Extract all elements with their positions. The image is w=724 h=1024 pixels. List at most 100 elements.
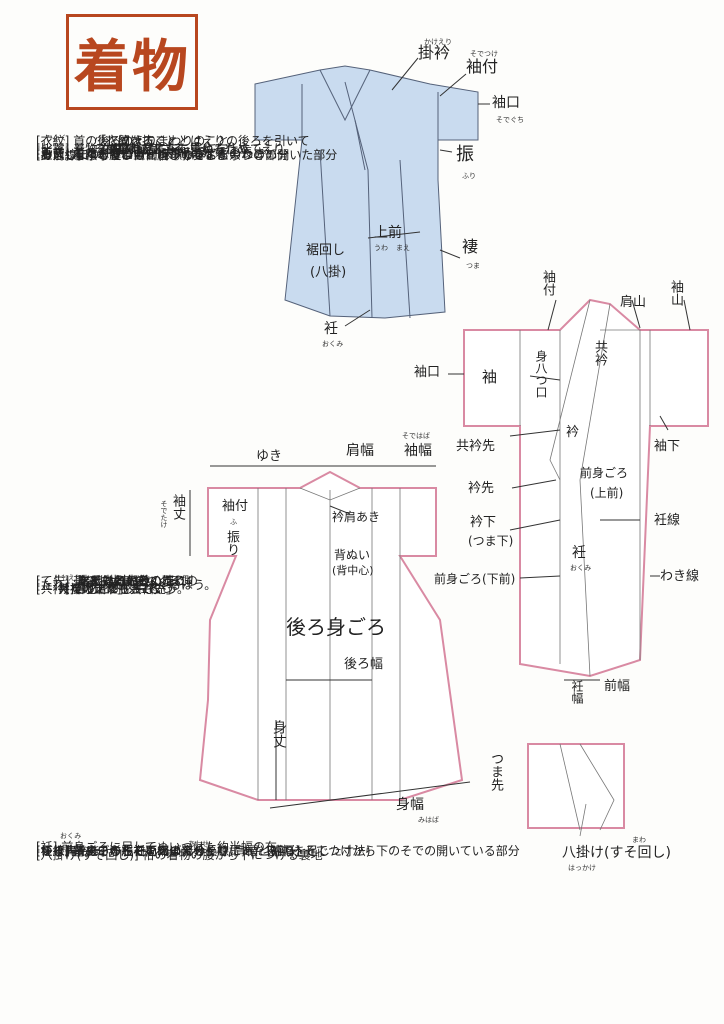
glossary-term: [比翼] — [36, 142, 70, 156]
glossary-line: またはお太鼓の下に — [78, 574, 187, 588]
glossary-line: 背ぬいからそで口までの長さ(肩幅と袖幅を足した寸法) — [73, 844, 371, 858]
hakkake-ruby-1: はっかけ — [568, 864, 596, 872]
wakisen-label: わき線 — [660, 569, 700, 584]
mihaba-ruby: みはば — [418, 816, 439, 824]
glossary-item: [わき線] 横の縫い目 — [36, 146, 145, 165]
erishita-label: 衿下 — [470, 515, 497, 530]
tomoerisaki-label: 共衿先 — [456, 439, 496, 454]
glossary-ruby: おくみ — [60, 832, 82, 840]
top-sodeguchi-label: 袖口 — [492, 95, 520, 111]
maemigoro-shitamae-label: 前身ごろ(下前) — [434, 572, 516, 586]
glossary-line: 「衣紋を抜く」とはえりの後ろを引いて — [94, 134, 310, 148]
front-okumi-ruby: おくみ — [570, 564, 592, 572]
glossary-line: 帯のお太鼓をつくる側 — [73, 574, 193, 588]
glossary-item: [えり肩あき] 洋服でいえばえりぐりにあたる部分 — [36, 842, 301, 861]
glossary-item: [衣紋] 首の後ろのえりまわりのこと。 — [36, 132, 241, 151]
glossary-line: そでつけから下のそでの開いている部分 — [304, 844, 520, 858]
hakkake-ruby-2: まわ — [632, 836, 646, 844]
top-uwamae-label: 上前 — [374, 225, 402, 241]
glossary-line: 左側の前身ごろ。 — [100, 142, 197, 156]
glossary-item: [共衿] 着物と同じ布で、 — [36, 580, 169, 599]
glossary-line: 着物2枚重ねたように見せるため、えり、 — [73, 142, 297, 156]
glossary-item: [比翼] 着物2枚重ねたように見せるため、えり、 — [36, 140, 296, 159]
glossary-term: [つま先] — [36, 844, 82, 858]
glossary-line: そでつけから下の身ごろのわきの開いた部分 — [97, 148, 338, 162]
kakeeri-label: 掛衿 — [418, 43, 451, 62]
glossary-term: [着丈] — [36, 146, 70, 160]
glossary-line: けた短いえり。 — [58, 582, 142, 596]
senui-label: 背ぬい — [334, 548, 371, 562]
front-sodetsuke-label: 袖付 — [540, 270, 555, 296]
title-stamp: 着物 — [66, 14, 198, 110]
glossary-bottom: おくみ [衽] 前身ごろに足してぬいつけた約半幅の布 [衽線] 前身ごろと衽をぬ… — [36, 830, 520, 862]
glossary-term: [下前] — [36, 146, 70, 160]
glossary-line: 着物と同じ布で、 — [73, 582, 169, 596]
glossary-term: [ゆき] — [36, 844, 70, 858]
glossary-line: 出ている部分。たれの — [78, 574, 199, 588]
top-furi-label: 振 — [456, 144, 474, 165]
glossary-line: 着たときに上側(表側)になる — [73, 148, 227, 162]
glossary-term: [わき線] — [36, 148, 82, 162]
top-sodetsuke-label: 袖付 — [466, 57, 499, 76]
erisaki-label: 衿先 — [468, 481, 495, 496]
glossary-line: すその左右両端の部分 — [85, 844, 206, 858]
glossary-line: 端をたれ先という — [78, 574, 175, 588]
glossary-term: [て先] — [36, 574, 70, 588]
glossary-item: [て先] 帯のお太鼓をつくる側 — [36, 572, 193, 591]
uwamae-ruby-1: うわ — [374, 244, 388, 252]
glossary-line: 腰ひもと胴ひもをした余りの部分 — [109, 148, 289, 162]
glossary-upper: [衣紋] 首の後ろのえりまわりのこと。 「衣紋を抜く」とはえりの後ろを引いて 少… — [36, 132, 337, 162]
glossary-item: [身八つ口] そでつけから下の身ごろのわきの開いた部分 — [36, 146, 337, 165]
glossary-line: 共衿の端が「共衿先」 — [58, 582, 179, 596]
glossary-line: をといい、その端 — [78, 574, 175, 588]
glossary-line: 比翼仕立て — [106, 142, 167, 156]
sodeshita-label: 袖下 — [654, 439, 681, 454]
back-kimono-drawing — [198, 470, 464, 801]
glossary-term: [おはしょり] — [36, 148, 106, 162]
glossary-line: 袷の着物の腰から下につける裏地 — [142, 848, 323, 862]
glossary-item: [ゆき] 背ぬいからそで口までの長さ(肩幅と袖幅を足した寸法) — [36, 842, 371, 861]
glossary-term: [えり肩あき] — [36, 844, 106, 858]
glossary-line: 右側の前身ごろ — [100, 142, 185, 156]
front-maemigoro-label: 前身ごろ — [580, 466, 629, 480]
eri-label: 衿 — [566, 425, 580, 440]
top-tsuma-label: 褄 — [462, 237, 479, 256]
top-okumi-label: 衽 — [324, 321, 338, 337]
back-furi-label: 振り — [224, 530, 239, 556]
sodetsuke-ruby: そでつけ — [470, 50, 498, 58]
top-kimono-drawing — [254, 65, 479, 319]
erikataaki-label: 衿肩あき — [332, 510, 381, 524]
mitake-label: 身丈 — [271, 720, 287, 748]
glossary-line: えりの上にもう1枚つ — [58, 582, 174, 596]
glossary-line: 着たときに下側(内側)になる — [73, 146, 227, 160]
glossary-term: [八掛け(すそ回し)] — [36, 848, 139, 862]
uwamae-ruby-2: まえ — [396, 244, 410, 252]
front-sodeguchi-label: 袖口 — [414, 365, 441, 380]
tsuma-ruby: つま — [466, 262, 480, 270]
glossary-term: [共衿] — [36, 582, 70, 596]
glossary-item: [衽線] 前身ごろと衽をぬい合せた線 — [36, 842, 229, 861]
hakkake-paren-label: (八掛) — [310, 265, 347, 280]
sodehaba-ruby: そではば — [402, 432, 430, 440]
katayama-label: 肩山 — [620, 295, 647, 310]
sodeguchi-ruby: そでぐち — [496, 116, 525, 124]
glossary-ruby: ともえり — [54, 574, 82, 582]
glossary-line: 前身ごろと衽をぬい合せた線 — [73, 844, 230, 858]
ushirohaba-label: 後ろ幅 — [344, 657, 384, 672]
glossary-term: [上前] — [36, 148, 70, 162]
senui2-label: (背中心) — [332, 564, 374, 577]
okumihaba-label: 衽幅 — [570, 680, 584, 704]
page-title: 着物 — [74, 33, 190, 100]
glossary-line: 首の後ろのえりまわりのこと。 — [73, 134, 242, 148]
katahaba-label: 肩幅 — [346, 443, 374, 459]
sodehaba-label: 袖幅 — [404, 443, 432, 459]
maehaba-label: 前幅 — [604, 679, 631, 694]
glossary-ruby: あわせ — [188, 840, 209, 848]
glossary-middle: [て先] 帯のお太鼓をつくる側 と反対側の巻くほう をといい、その端 をて先とい… — [36, 572, 216, 596]
back-furi-ruby: ふ — [230, 518, 237, 526]
miyatsuguchi-label: 身八つ口 — [534, 350, 548, 398]
glossary-line: そで口などに布を重ねた仕立て。 — [94, 142, 274, 156]
mihaba-label: 身幅 — [396, 797, 424, 813]
glossary-line: 洋服でいえばえりぐりにあたる部分 — [109, 844, 302, 858]
